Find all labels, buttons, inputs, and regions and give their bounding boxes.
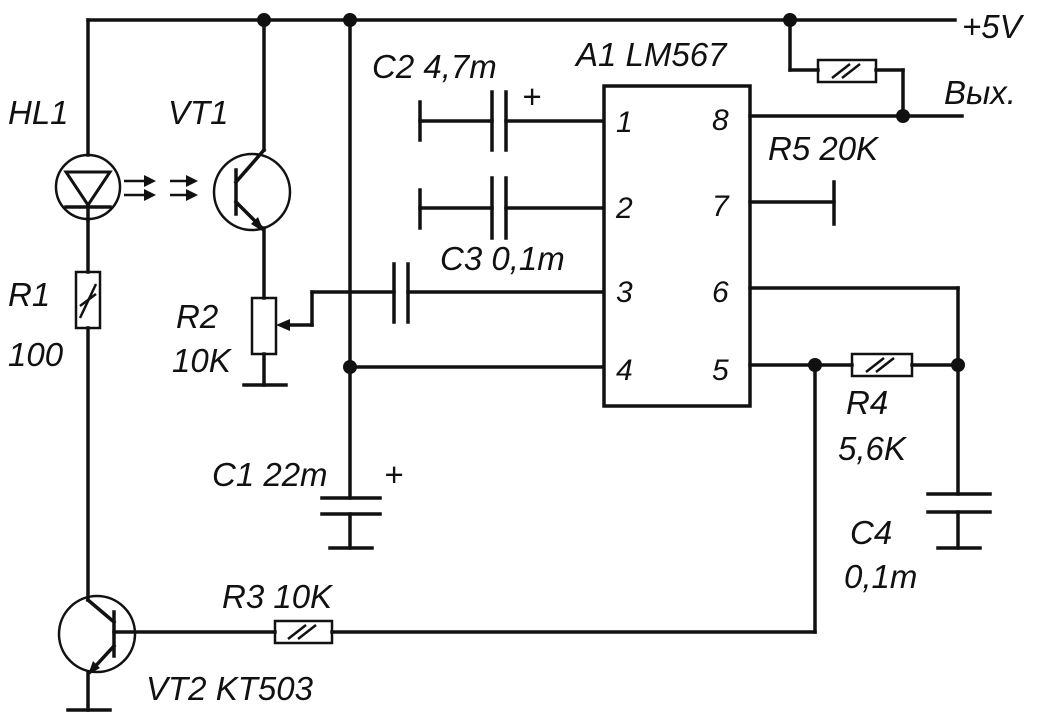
supply-label: +5V — [962, 8, 1025, 45]
hl1-led — [54, 18, 122, 222]
vt2-transistor — [57, 594, 277, 712]
output-label: Вых. — [944, 74, 1016, 111]
vt1-label: VT1 — [168, 94, 229, 131]
r1-value-label: 100 — [8, 336, 64, 373]
c1-capacitor — [320, 18, 606, 550]
pin-4-label: 4 — [616, 354, 633, 387]
vt1-phototransistor — [212, 18, 292, 300]
r5-label: R5 20K — [768, 130, 880, 167]
pin-5-label: 5 — [712, 354, 729, 387]
r4-value-label: 5,6K — [838, 430, 908, 467]
r2-name-label: R2 — [176, 298, 218, 335]
c1-label: C1 22m — [212, 456, 328, 493]
r3-label: R3 10K — [222, 578, 334, 615]
ic-label: A1 LM567 — [574, 36, 728, 73]
c2-polarity: + — [522, 78, 541, 115]
vt2-label: VT2 KT503 — [146, 670, 314, 707]
optical-link-arrows — [124, 175, 198, 201]
c1-polarity: + — [384, 456, 403, 493]
supply-rail — [86, 13, 957, 27]
pin-8-label: 8 — [712, 104, 729, 137]
pin-6-label: 6 — [712, 276, 729, 309]
c2-capacitor — [418, 90, 606, 152]
pin-2-label: 2 — [615, 192, 633, 225]
c4-value-label: 0,1m — [844, 558, 917, 595]
r2-value-label: 10K — [172, 342, 233, 379]
c2-label: C2 4,7m — [372, 48, 497, 85]
r1-name-label: R1 — [8, 276, 50, 313]
c3-capacitor — [418, 176, 606, 240]
r5-pullup — [748, 18, 964, 123]
coupling-capacitor — [392, 262, 606, 324]
pin-1-label: 1 — [616, 106, 633, 139]
r1-resistor — [74, 218, 102, 602]
r3-feedback — [273, 363, 817, 645]
r2-potentiometer — [242, 290, 396, 387]
r4-name-label: R4 — [846, 384, 888, 421]
hl1-label: HL1 — [8, 94, 69, 131]
pin7-ground — [748, 180, 836, 226]
timing-network — [748, 286, 992, 550]
c3-label: C3 0,1m — [440, 240, 565, 277]
pin-3-label: 3 — [616, 276, 633, 309]
c4-name-label: C4 — [850, 514, 892, 551]
lm567-ic — [602, 84, 752, 408]
pin-7-label: 7 — [712, 190, 730, 223]
